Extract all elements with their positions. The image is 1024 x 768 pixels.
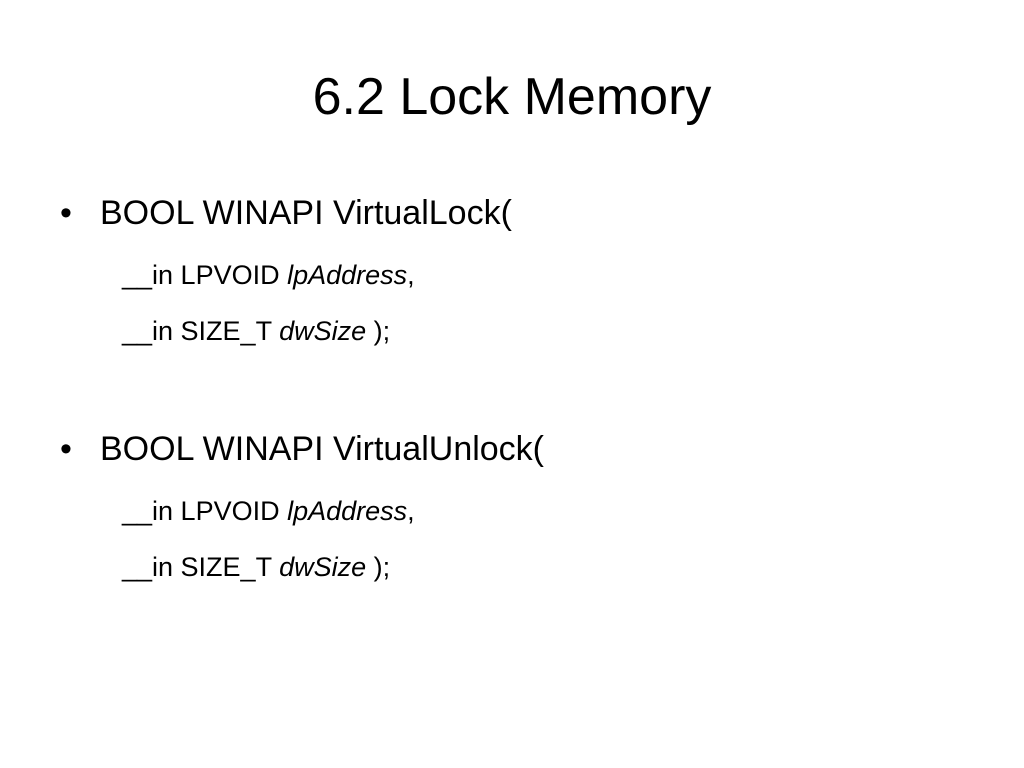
param-line: __in LPVOID lpAddress, [122,494,415,528]
param-suffix: , [407,496,415,526]
bullet-icon: • [60,194,72,232]
slide-title: 6.2 Lock Memory [312,68,712,126]
param-suffix: , [407,260,415,290]
param-name: lpAddress [287,496,408,526]
bullet-item-virtuallock: • BOOL WINAPI VirtualLock( [60,192,512,234]
param-name: lpAddress [287,260,408,290]
param-prefix: __in SIZE_T [122,552,280,582]
bullet-text: BOOL WINAPI VirtualUnlock( [100,430,545,468]
param-prefix: __in LPVOID [122,260,288,290]
param-name: dwSize [279,552,367,582]
param-line: __in SIZE_T dwSize ); [122,550,390,584]
param-name: dwSize [279,316,367,346]
param-suffix: ); [366,316,391,346]
param-line: __in LPVOID lpAddress, [122,258,415,292]
param-prefix: __in SIZE_T [122,316,280,346]
bullet-icon: • [60,430,72,468]
bullet-text: BOOL WINAPI VirtualLock( [100,194,512,232]
param-line: __in SIZE_T dwSize ); [122,314,390,348]
param-suffix: ); [366,552,391,582]
bullet-item-virtualunlock: • BOOL WINAPI VirtualUnlock( [60,428,544,470]
param-prefix: __in LPVOID [122,496,288,526]
